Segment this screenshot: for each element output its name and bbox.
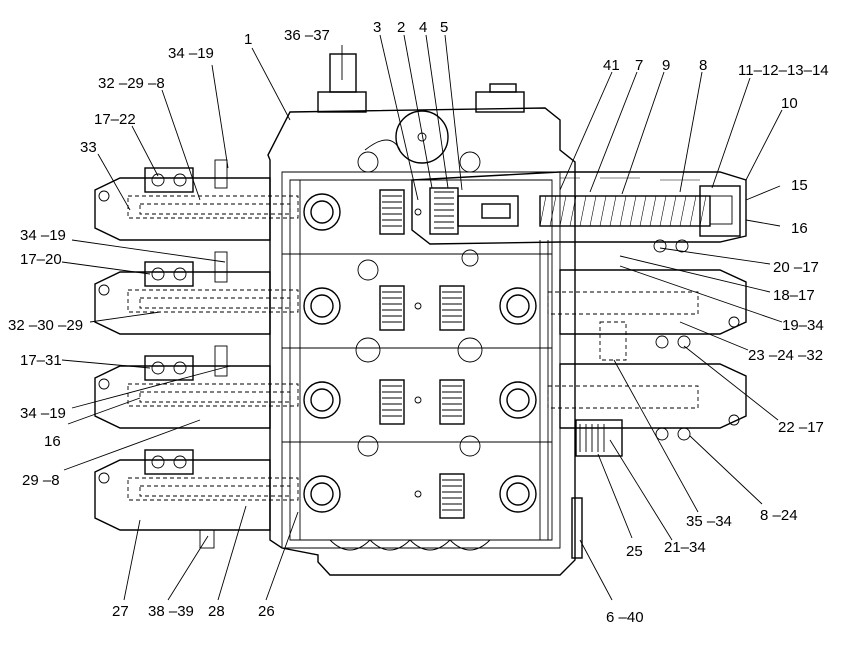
callout-11-14: 11–12–13–14 xyxy=(738,62,829,79)
callout-41: 41 xyxy=(603,57,620,74)
callout-17-22: 17–22 xyxy=(94,111,136,128)
leader-lines xyxy=(61,34,783,601)
callout-8-24: 8 –24 xyxy=(760,507,798,524)
callout-34-19-top: 34 –19 xyxy=(168,45,214,62)
callout-25: 25 xyxy=(626,543,643,560)
callout-16-right: 16 xyxy=(791,220,808,237)
callout-32-29-8: 32 –29 –8 xyxy=(98,75,165,92)
callout-33: 33 xyxy=(80,139,97,156)
callout-16-left: 16 xyxy=(44,433,61,450)
callout-3: 3 xyxy=(373,19,381,36)
callout-29-8: 29 –8 xyxy=(22,472,60,489)
callout-38-39: 38 –39 xyxy=(148,603,194,620)
callout-2: 2 xyxy=(397,19,405,36)
spool-sections xyxy=(282,180,552,551)
callout-20-17: 20 –17 xyxy=(773,259,819,276)
callout-10: 10 xyxy=(781,95,798,112)
callout-22-17: 22 –17 xyxy=(778,419,824,436)
callout-7: 7 xyxy=(635,57,643,74)
callout-32-30-29: 32 –30 –29 xyxy=(8,317,83,334)
callout-6-40: 6 –40 xyxy=(606,609,644,626)
right-spool-housings xyxy=(411,171,747,559)
callout-19-34: 19–34 xyxy=(782,317,824,334)
left-spool-housings xyxy=(94,159,299,549)
valve-body xyxy=(267,53,576,576)
callout-27: 27 xyxy=(112,603,129,620)
callout-9: 9 xyxy=(662,57,670,74)
callout-36-37: 36 –37 xyxy=(284,27,330,44)
callout-34-19-mid: 34 –19 xyxy=(20,227,66,244)
callout-17-20: 17–20 xyxy=(20,251,62,268)
callout-35-34: 35 –34 xyxy=(686,513,732,530)
callout-18-17: 18–17 xyxy=(773,287,815,304)
callout-4: 4 xyxy=(419,19,427,36)
callout-34-19-low: 34 –19 xyxy=(20,405,66,422)
callout-1: 1 xyxy=(244,31,252,48)
callout-15: 15 xyxy=(791,177,808,194)
callout-8: 8 xyxy=(699,57,707,74)
callout-26: 26 xyxy=(258,603,275,620)
callout-28: 28 xyxy=(208,603,225,620)
callout-21-34: 21–34 xyxy=(664,539,706,556)
callout-23-24-32: 23 –24 –32 xyxy=(748,347,823,364)
callout-labels: 34 –19 1 36 –37 3 2 4 5 41 7 9 8 11–12–1… xyxy=(8,19,829,626)
callout-17-31: 17–31 xyxy=(20,352,62,369)
callout-5: 5 xyxy=(440,19,448,36)
check-springs xyxy=(379,189,465,519)
